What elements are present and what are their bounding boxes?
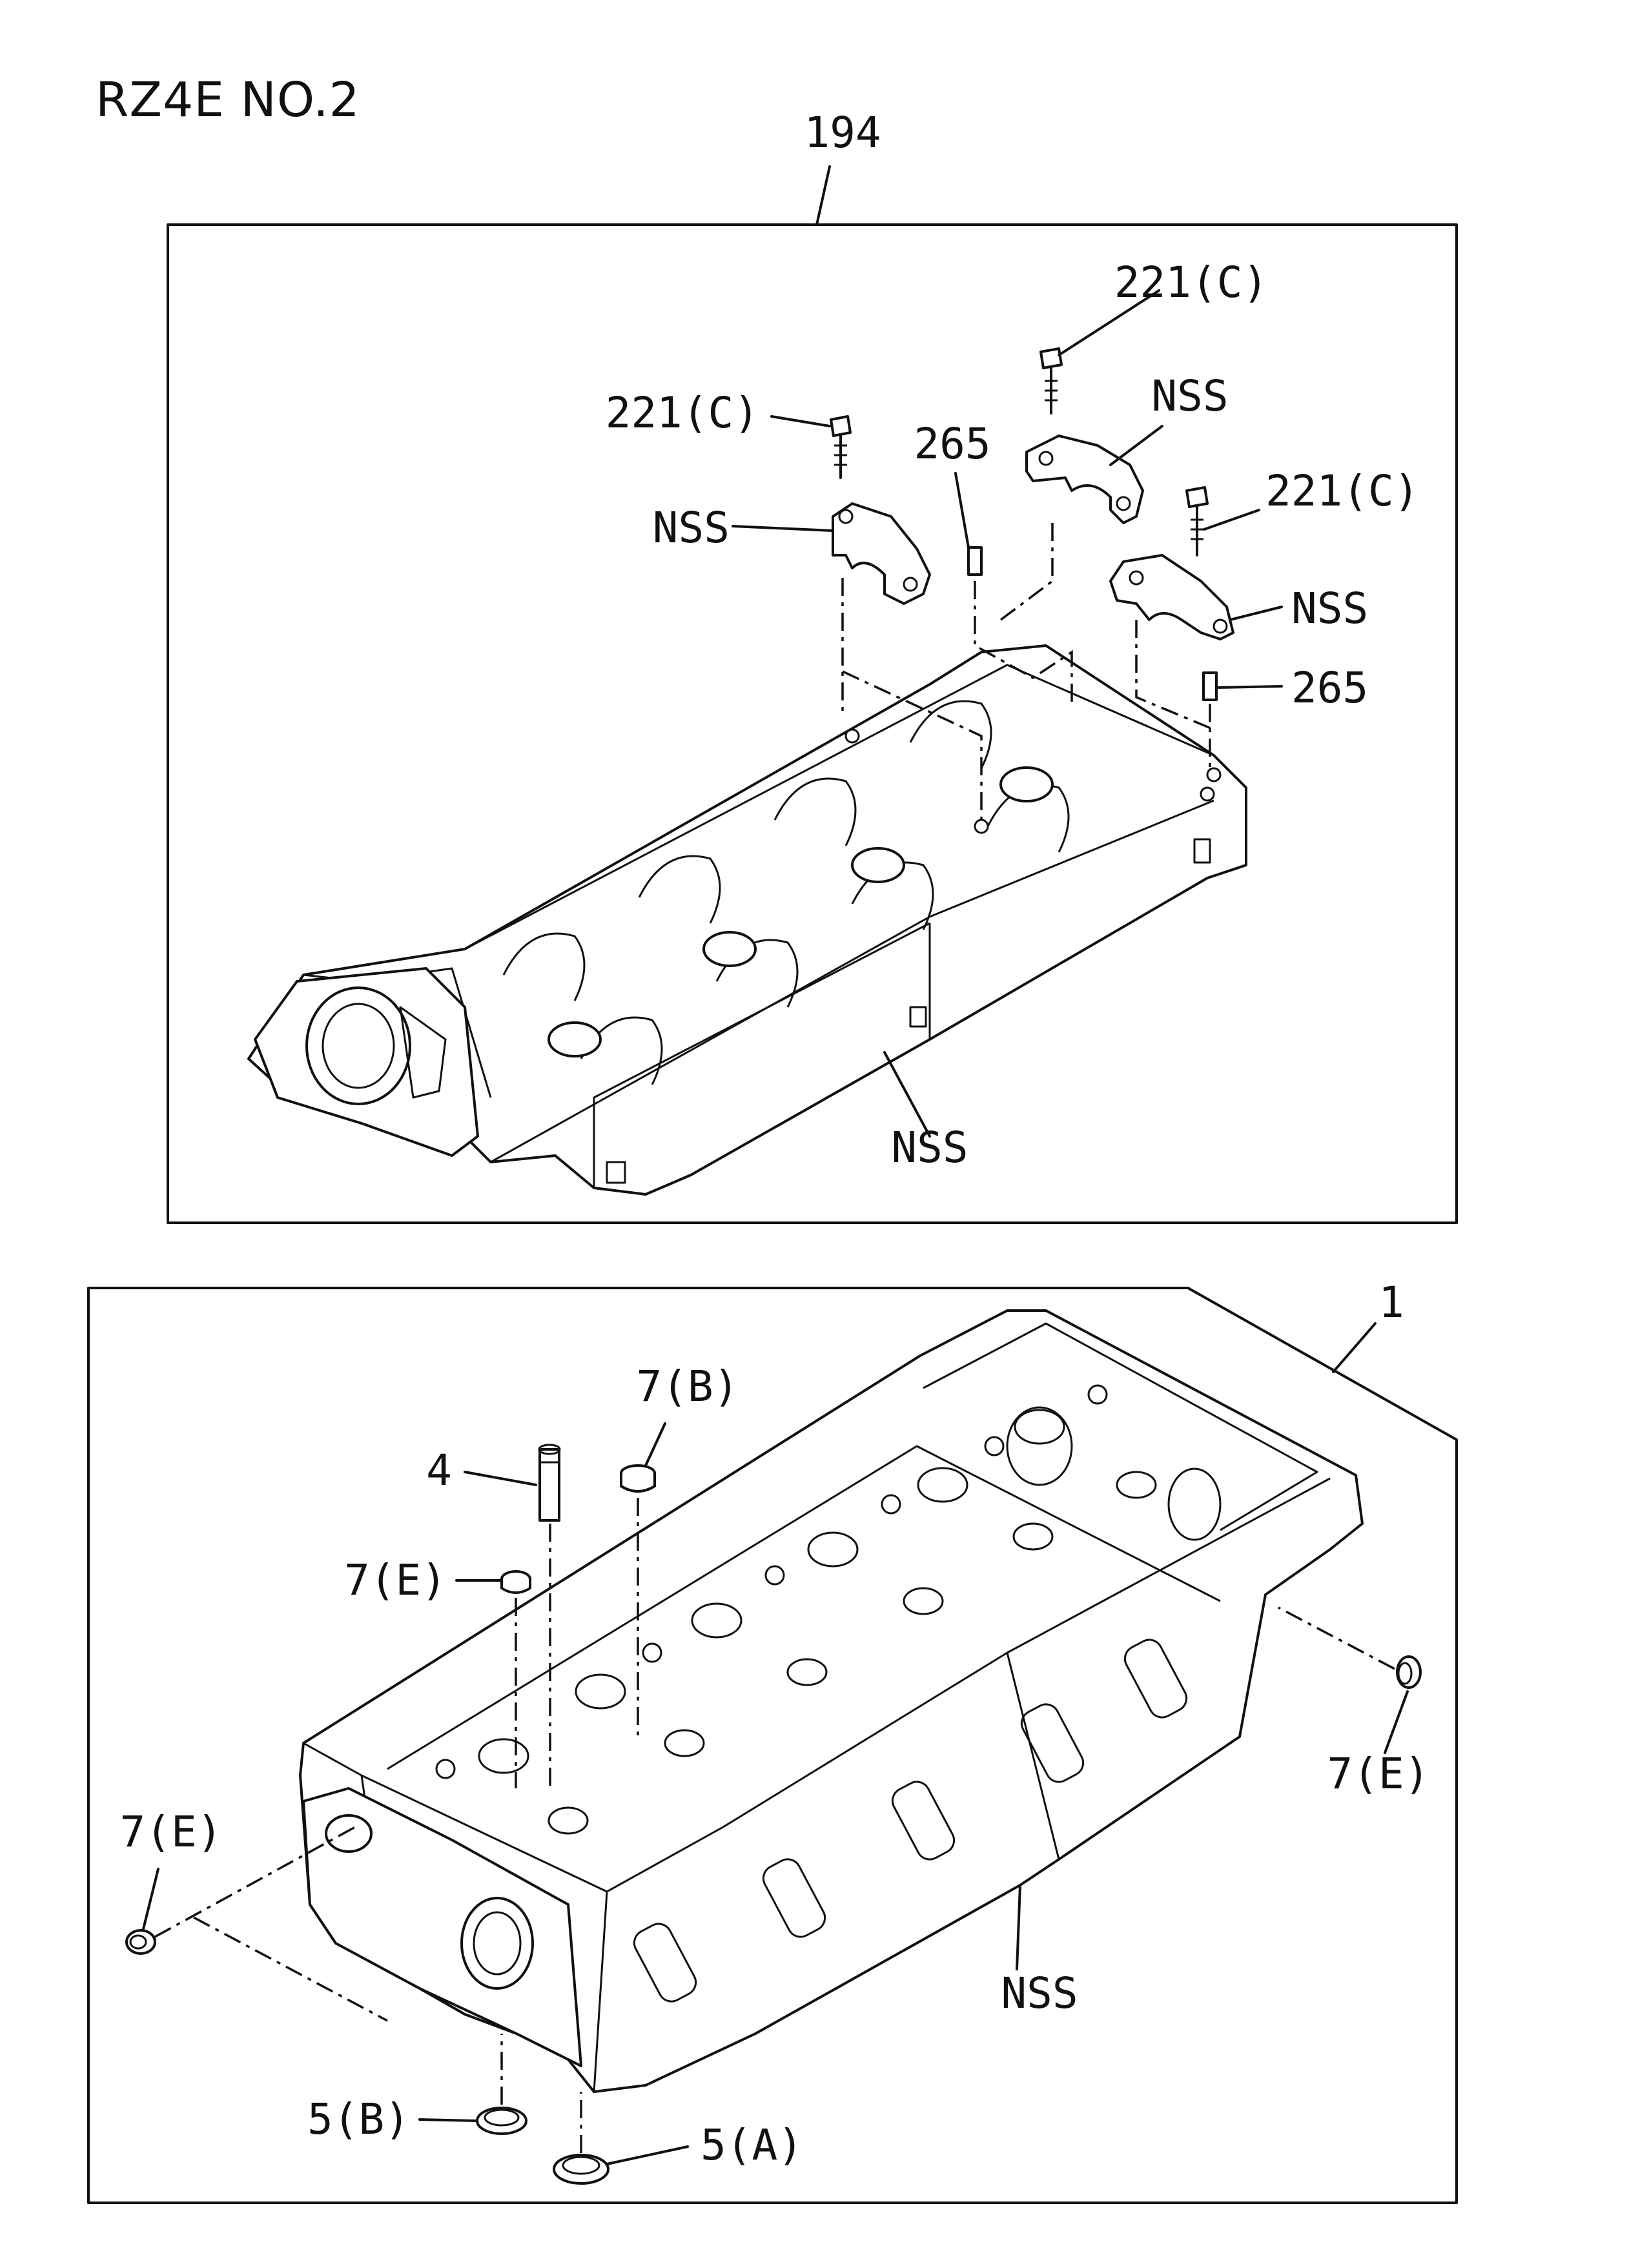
plug-left-label: 7(E) xyxy=(120,1807,223,1857)
dowel-pin-right xyxy=(1202,671,1218,701)
plug-left xyxy=(125,1929,156,1955)
ring-b-label: 5(B) xyxy=(307,2094,410,2144)
ring-a-label: 5(A) xyxy=(701,2120,803,2170)
head-label: NSS xyxy=(1001,1968,1078,2018)
bolt-top xyxy=(1039,347,1063,414)
pin-right-label: 265 xyxy=(1291,663,1368,713)
upper-ref-leader xyxy=(815,165,831,226)
valve-seal xyxy=(620,1464,656,1493)
ring-5a xyxy=(553,2154,609,2185)
valve-guide xyxy=(538,1444,561,1522)
dowel-pin-top xyxy=(967,546,983,576)
bolt-left-label: 221(C) xyxy=(606,388,759,438)
bearing-cap-right xyxy=(1109,554,1234,640)
ring-5b xyxy=(476,2107,527,2135)
bearing-cap-left xyxy=(832,502,931,605)
diagram-title: RZ4E NO.2 xyxy=(96,72,360,128)
bolt-left xyxy=(830,415,852,479)
plug-right xyxy=(1396,1655,1422,1689)
bolt-right-label: 221(C) xyxy=(1265,466,1419,516)
plug-left-top-label: 7(E) xyxy=(344,1555,447,1605)
bearing-cap-top xyxy=(1025,434,1144,524)
lower-ref-label: 1 xyxy=(1378,1278,1404,1327)
cap-right-label: NSS xyxy=(1291,584,1368,633)
upper-group: 194 xyxy=(167,108,1458,1224)
pin-top-label: 265 xyxy=(914,419,990,469)
lower-group: 1 xyxy=(87,1278,1458,2204)
cylinder-head xyxy=(299,1309,1364,2093)
camshaft-housing xyxy=(247,644,1247,1196)
plug-upper-left xyxy=(500,1570,531,1594)
plug-right-label: 7(E) xyxy=(1327,1749,1430,1799)
lower-group-frame xyxy=(87,1287,1458,2204)
upper-ref-label: 194 xyxy=(804,108,881,158)
cap-left-label: NSS xyxy=(653,503,730,553)
housing-label: NSS xyxy=(891,1123,968,1172)
guide-label: 4 xyxy=(426,1446,452,1495)
bolt-top-label: 221(C) xyxy=(1114,258,1268,307)
upper-group-frame xyxy=(167,223,1458,1224)
seal-top-label: 7(B) xyxy=(637,1362,739,1411)
lower-ref-leader xyxy=(1332,1322,1377,1373)
bolt-right xyxy=(1185,486,1209,557)
cap-top-label: NSS xyxy=(1151,371,1228,421)
